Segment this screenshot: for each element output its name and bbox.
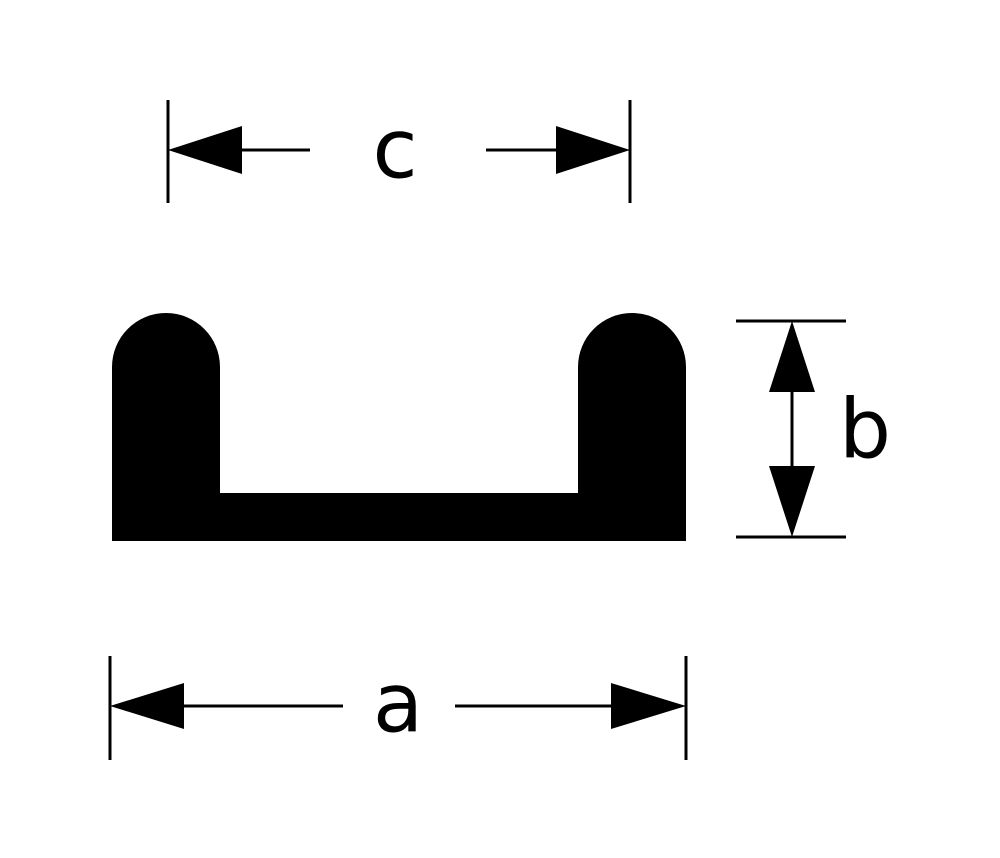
dimension-c-arrowhead-right xyxy=(556,126,630,174)
dimension-b-arrowhead-top xyxy=(769,321,815,392)
dimension-a: a xyxy=(108,656,688,760)
channel-profile xyxy=(112,313,686,541)
dimension-c-arrowhead-left xyxy=(168,126,242,174)
dimension-a-arrowhead-left xyxy=(110,683,184,729)
dimension-a-arrowhead-right xyxy=(611,683,686,729)
dimension-c-label: c xyxy=(372,103,417,198)
dimension-b-arrowhead-bottom xyxy=(769,466,815,537)
dimension-a-label: a xyxy=(373,657,423,752)
dimension-c: c xyxy=(166,100,632,203)
dimension-b: b xyxy=(736,319,891,539)
dimension-b-label: b xyxy=(839,383,891,478)
